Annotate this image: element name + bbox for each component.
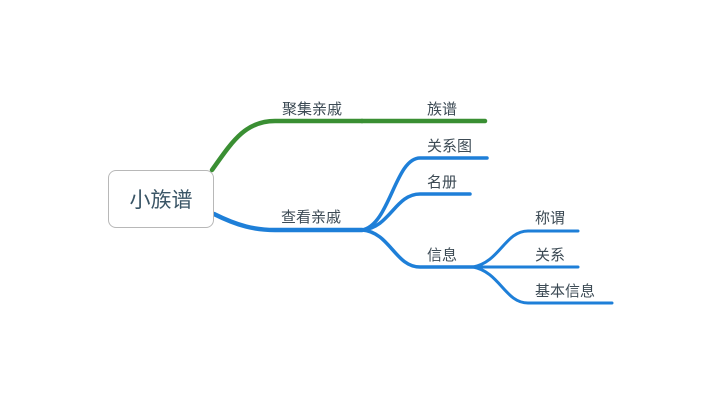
connector-view-to-roster [360, 192, 472, 232]
leaf-label-relation[interactable]: 关系 [535, 246, 566, 264]
root-node-label: 小族谱 [129, 188, 193, 212]
connector-root-to-view [211, 211, 365, 233]
branch-label-info[interactable]: 信息 [427, 246, 458, 264]
connector-view-to-info [360, 228, 475, 269]
leaf-label-roster[interactable]: 名册 [427, 173, 458, 191]
connector-info-to-basic-info [471, 265, 614, 305]
leaf-label-basic-info[interactable]: 基本信息 [535, 282, 596, 300]
root-node[interactable]: 小族谱 [108, 170, 214, 228]
leaf-label-family-tree[interactable]: 族谱 [427, 100, 458, 118]
connector-view-to-relationship-graph [360, 156, 489, 232]
connector-root-to-gather [209, 118, 365, 173]
branch-label-gather-relatives[interactable]: 聚集亲戚 [282, 100, 343, 118]
branch-label-view-relatives[interactable]: 查看亲戚 [281, 208, 342, 226]
leaf-label-title[interactable]: 称谓 [535, 209, 566, 227]
leaf-label-relationship-graph[interactable]: 关系图 [427, 137, 473, 155]
connector-info-to-title [471, 229, 580, 269]
